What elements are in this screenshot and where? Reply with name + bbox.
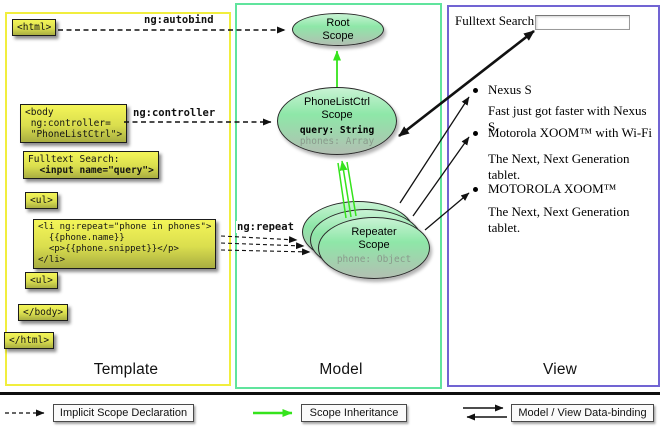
body-open-tag-note: <body ng:controller= "PhoneListCtrl"> xyxy=(20,104,128,143)
phonelistctrl-scope-name2: Scope xyxy=(321,108,353,121)
li-note-line2: {{phone.name}} xyxy=(38,233,125,243)
ng-controller-label: ng:controller xyxy=(132,107,217,119)
phonelistctrl-scope-name1: PhoneListCtrl xyxy=(303,96,371,108)
phonelistctrl-scope-ellipse: PhoneListCtrl Scope query: String phones… xyxy=(277,87,397,155)
fulltext-note-line1: Fulltext Search: xyxy=(28,154,120,165)
fulltext-note-line2: <input name="query"> xyxy=(28,165,154,176)
li-repeat-note: <li ng:repeat="phone in phones"> {{phone… xyxy=(33,219,217,269)
template-column-title: Template xyxy=(93,361,159,378)
view-search-label: Fulltext Search: xyxy=(455,13,538,28)
html-open-tag-text: <html> xyxy=(17,22,52,33)
view-item-bullet xyxy=(473,88,478,93)
repeater-phone-prop: phone: Object xyxy=(336,254,412,265)
model-column-title: Model xyxy=(319,361,363,378)
model-column-frame xyxy=(235,3,442,389)
root-scope-ellipse: Root Scope xyxy=(292,13,384,46)
view-column-title: View xyxy=(542,361,578,378)
body-close-tag-text: </body> xyxy=(23,307,64,318)
body-close-tag-note: </body> xyxy=(18,304,69,321)
legend-data-binding-box: Model / View Data-binding xyxy=(511,404,654,422)
view-item-snippet: The Next, Next Generation tablet. xyxy=(488,204,630,235)
phonelistctrl-query-prop: query: String xyxy=(299,125,375,136)
ng-repeat-label: ng:repeat xyxy=(236,221,295,233)
fulltext-search-note: Fulltext Search: <input name="query"> xyxy=(23,151,159,179)
view-item-bullet xyxy=(473,131,478,136)
view-item-name: Motorola XOOM™ with Wi-Fi xyxy=(488,125,653,140)
li-note-line1: <li ng:repeat="phone in phones"> xyxy=(38,222,212,232)
view-search-input[interactable] xyxy=(535,15,630,30)
body-open-line3: "PhoneListCtrl"> xyxy=(25,129,123,140)
legend-scope-inheritance-label: Scope Inheritance xyxy=(309,407,399,419)
legend-separator-line xyxy=(0,392,660,395)
view-item-name: MOTOROLA XOOM™ xyxy=(488,181,617,196)
repeater-scope-ellipse-front: Repeater Scope phone: Object xyxy=(318,217,430,279)
body-open-line2: ng:controller= xyxy=(25,118,111,129)
repeater-scope-name1: Repeater xyxy=(351,226,397,238)
view-item-snippet: The Next, Next Generation tablet. xyxy=(488,151,630,182)
html-close-tag-note: </html> xyxy=(4,332,55,349)
legend-data-binding-label: Model / View Data-binding xyxy=(518,407,647,419)
ul-close-tag-text: <ul> xyxy=(30,275,53,286)
view-item-name: Nexus S xyxy=(488,82,532,97)
body-open-line1: <body xyxy=(25,107,54,118)
html-open-tag-note: <html> xyxy=(12,19,57,36)
li-note-line4: </li> xyxy=(38,255,66,265)
li-note-line3: <p>{{phone.snippet}}</p> xyxy=(38,244,179,254)
html-close-tag-text: </html> xyxy=(9,335,50,346)
legend-scope-inheritance-box: Scope Inheritance xyxy=(301,404,407,422)
ng-autobind-label: ng:autobind xyxy=(143,14,215,26)
root-scope-name2: Scope xyxy=(322,29,354,42)
ul-open-tag-text: <ul> xyxy=(30,195,53,206)
ul-close-tag-note: <ul> xyxy=(25,272,58,289)
ul-open-tag-note: <ul> xyxy=(25,192,58,209)
view-item-bullet xyxy=(473,187,478,192)
phonelistctrl-phones-prop: phones: Array xyxy=(299,136,375,147)
root-scope-name1: Root xyxy=(326,17,350,29)
legend-implicit-scope-box: Implicit Scope Declaration xyxy=(53,404,194,422)
legend-implicit-scope-label: Implicit Scope Declaration xyxy=(59,407,188,419)
repeater-scope-name2: Scope xyxy=(358,238,390,251)
